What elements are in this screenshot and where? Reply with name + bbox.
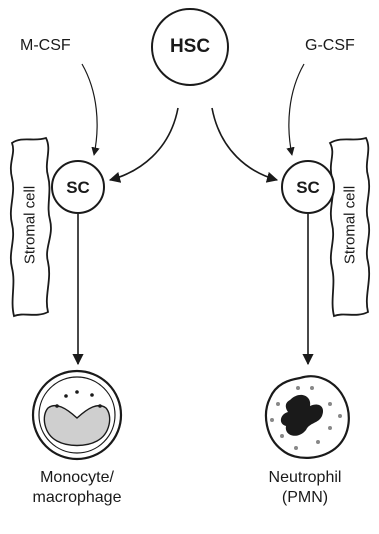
monocyte-cell-icon — [31, 369, 123, 461]
hsc-node — [151, 8, 229, 86]
stromal-cell-right — [328, 136, 371, 318]
sc-label-right: SC — [296, 178, 320, 197]
sc-label-left: SC — [66, 178, 90, 197]
arrow-mcsf — [81, 63, 100, 156]
neutrophil-caption-line2: (PMN) — [281, 489, 329, 506]
arrow-gcsf — [286, 63, 305, 156]
stromal-cell-left — [9, 136, 52, 318]
neutrophil-cell-icon — [264, 375, 350, 459]
monocyte-caption-line2: macrophage — [32, 489, 122, 506]
monocyte-caption: Monocyte/ macrophage — [2, 468, 152, 508]
hsc-label: HSC — [169, 36, 211, 57]
factor-mcsf-label: M-CSF — [20, 37, 71, 54]
stromal-cell-label-left: Stromal cell — [21, 185, 39, 265]
neutrophil-caption-line1: Neutrophil — [268, 469, 342, 486]
arrow-hsc-to-sc-left — [108, 107, 179, 183]
factor-gcsf-label: G-CSF — [305, 37, 355, 54]
sc-node-right — [281, 160, 335, 214]
stromal-cell-label-right: Stromal cell — [341, 185, 359, 265]
neutrophil-caption: Neutrophil (PMN) — [230, 468, 379, 508]
monocyte-caption-line1: Monocyte/ — [40, 469, 114, 486]
sc-node-left — [51, 160, 105, 214]
arrow-hsc-to-sc-right — [211, 107, 279, 183]
